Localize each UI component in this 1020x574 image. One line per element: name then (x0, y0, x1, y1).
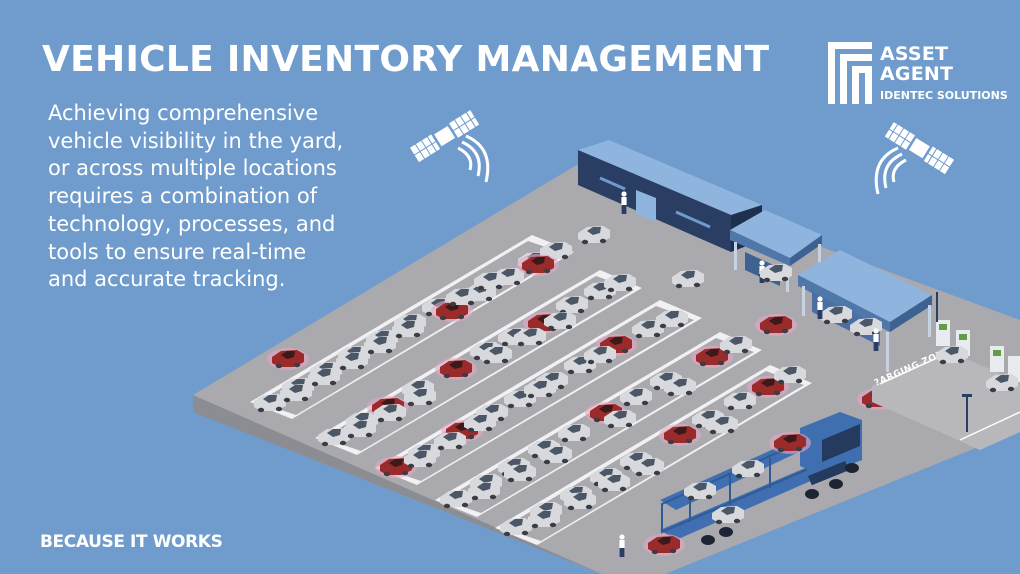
intro-line: vehicle visibility in the yard, (48, 128, 344, 153)
office-building-icon (578, 140, 762, 252)
intro-line: technology, processes, and (48, 211, 336, 236)
logo-mark-icon (828, 42, 872, 104)
intro-line: and accurate tracking. (48, 267, 286, 292)
logo-wordmark-line: ASSET (880, 43, 949, 65)
intro-paragraph: Achieving comprehensive vehicle visibili… (48, 100, 398, 294)
service-canopy (798, 250, 932, 372)
intro-line: Achieving comprehensive (48, 101, 319, 125)
asset-agent-logo: ASSET AGENT IDENTEC SOLUTIONS (828, 42, 1008, 106)
page-title: VEHICLE INVENTORY MANAGEMENT (42, 39, 770, 80)
intro-line: requires a combination of (48, 184, 318, 209)
intro-line: tools to ensure real-time (48, 239, 307, 264)
logo-subline: IDENTEC SOLUTIONS (880, 89, 1008, 102)
intro-line: or across multiple locations (48, 156, 337, 181)
logo-wordmark-line: AGENT (880, 63, 954, 85)
footer-tagline: BECAUSE IT WORKS (40, 532, 223, 552)
service-canopy (730, 210, 822, 292)
